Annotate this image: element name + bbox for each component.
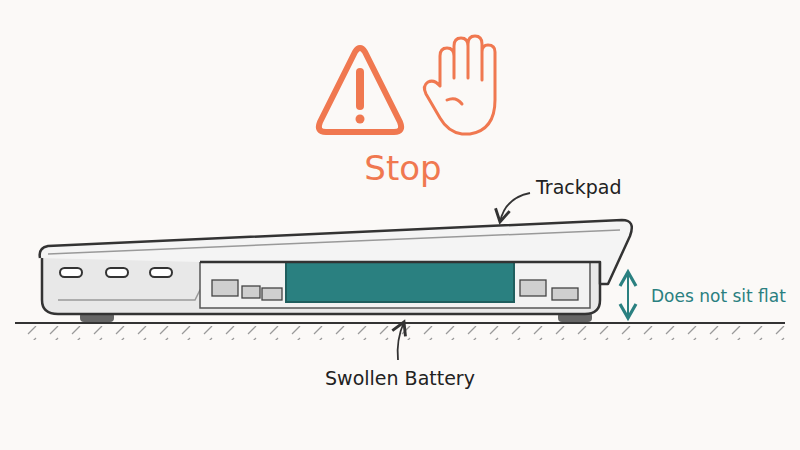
stop-heading: Stop xyxy=(364,148,441,188)
gap-dimension-arrow xyxy=(627,272,629,318)
ground-line xyxy=(15,322,785,324)
leader-line xyxy=(398,322,404,360)
top-case-edge xyxy=(48,230,620,254)
part-label: Swollen Battery xyxy=(325,367,475,389)
warning-icon xyxy=(319,48,401,132)
stop-hand-icon xyxy=(424,36,495,134)
gap-label: Does not sit flat xyxy=(651,286,786,306)
top-case xyxy=(40,220,632,284)
leader-line xyxy=(500,193,530,222)
part-label: Trackpad xyxy=(536,176,621,198)
